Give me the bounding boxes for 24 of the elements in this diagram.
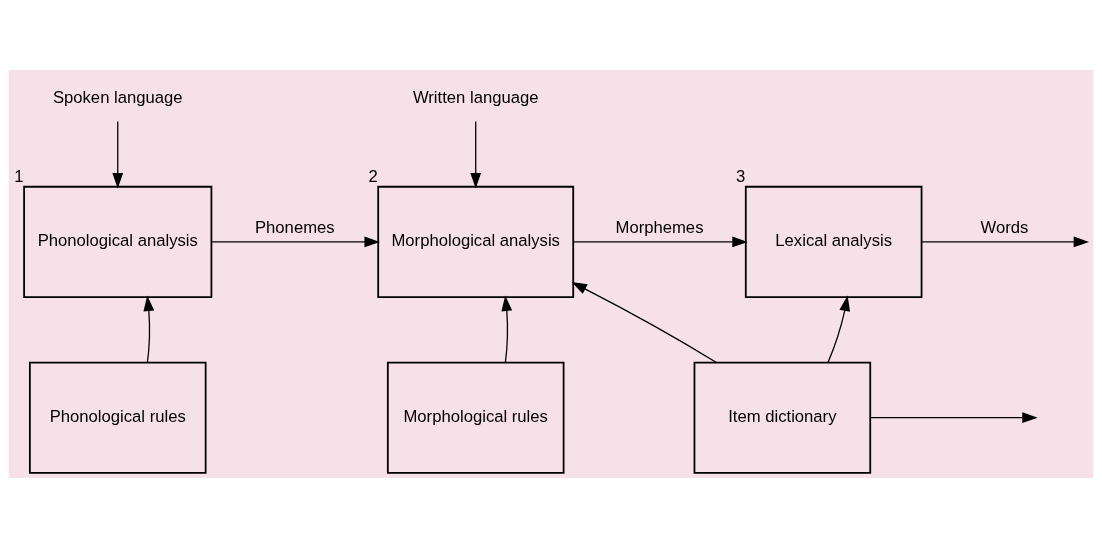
arrow bbox=[143, 295, 155, 363]
node-box: Morphological rules bbox=[386, 361, 565, 474]
node-text: Spoken language bbox=[52, 87, 183, 107]
node-label: 1 bbox=[14, 167, 24, 187]
arrow bbox=[870, 412, 1038, 424]
node-box: Morphological analysis bbox=[377, 185, 575, 298]
edge-label: Words bbox=[980, 218, 1029, 238]
arrow bbox=[470, 120, 482, 189]
node-text: Written language bbox=[412, 87, 539, 107]
arrow bbox=[112, 120, 124, 189]
node-box: Item dictionary bbox=[693, 361, 872, 474]
arrow bbox=[501, 295, 513, 363]
arrow bbox=[572, 236, 748, 248]
node-label: 2 bbox=[368, 167, 378, 187]
arrow bbox=[571, 282, 718, 364]
node-box: Phonological analysis bbox=[23, 185, 213, 298]
arrow bbox=[211, 236, 380, 248]
arrow bbox=[827, 295, 851, 363]
arrow bbox=[921, 236, 1090, 248]
edge-label: Morphemes bbox=[615, 218, 704, 238]
node-box: Phonological rules bbox=[28, 361, 207, 474]
node-box: Lexical analysis bbox=[744, 185, 923, 298]
node-label: 3 bbox=[736, 167, 746, 187]
edge-label: Phonemes bbox=[254, 218, 335, 238]
